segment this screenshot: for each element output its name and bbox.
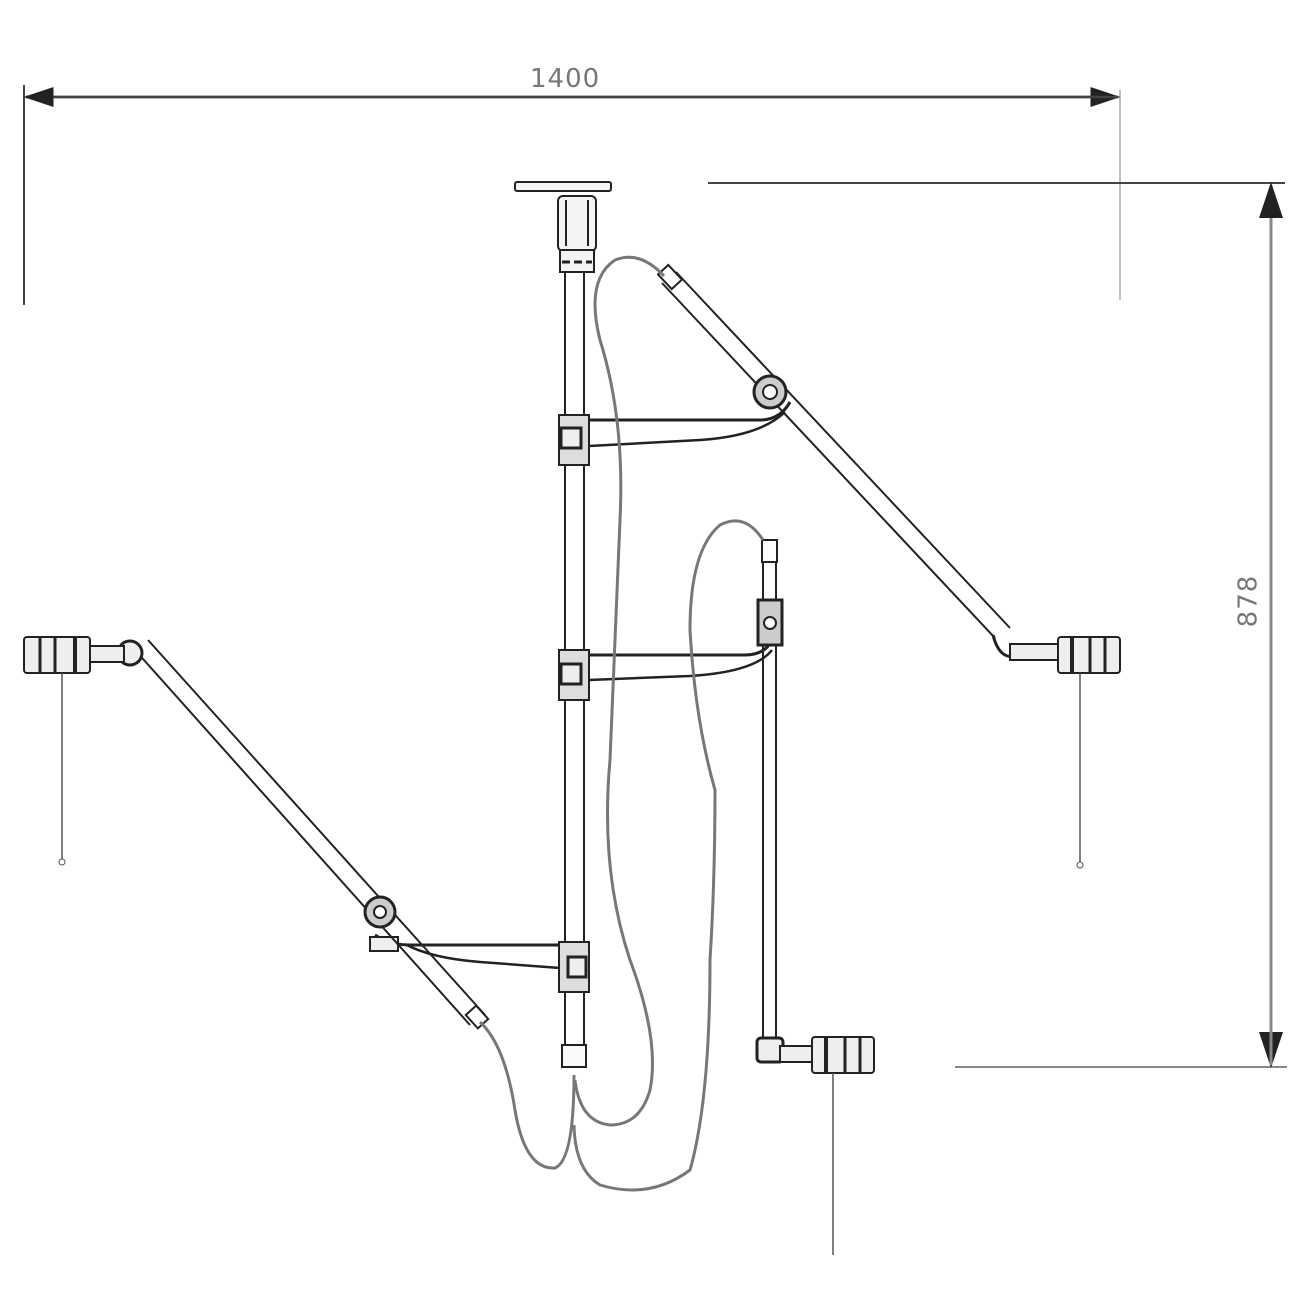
cables [478,255,765,1192]
width-dimension [23,85,1121,305]
upper-right-arm [588,263,1121,674]
central-stem [558,272,590,1068]
lower-left-arm [23,636,561,1030]
width-dimension-label: 1400 [530,64,601,94]
height-dimension-label: 878 [1233,574,1264,628]
left-lamp-pull-cord [58,673,66,866]
ceiling-canopy [514,181,612,273]
middle-right-arm [588,539,875,1074]
height-dimension [708,182,1287,1068]
right-lamp-pull-cord [1076,673,1084,869]
